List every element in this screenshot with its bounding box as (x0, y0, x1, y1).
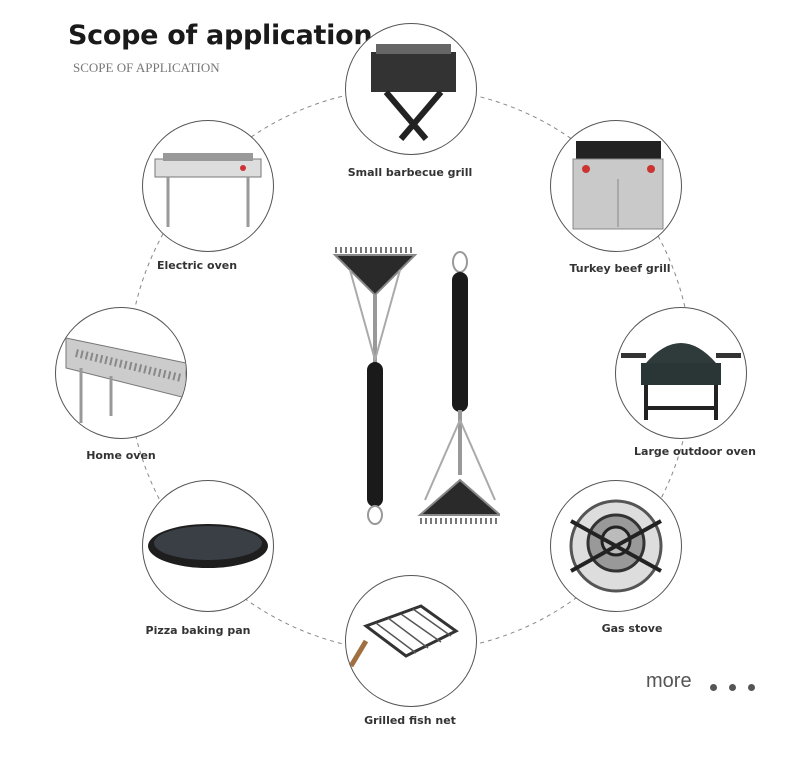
portable-grill-icon (345, 23, 477, 155)
page-title: Scope of application (68, 20, 373, 51)
grill-basket-icon (345, 575, 477, 707)
page-subtitle: SCOPE OF APPLICATION (73, 60, 220, 75)
item-label: Pizza baking pan (145, 624, 251, 637)
item-label: Turkey beef grill (569, 262, 671, 275)
more-dots-icon (710, 676, 767, 695)
pizza-pan-icon (142, 480, 274, 612)
more-link[interactable]: more (646, 670, 692, 692)
electric-grill-icon (142, 120, 274, 252)
grill-brush-product-image (332, 247, 500, 525)
gas-burner-icon (550, 480, 682, 612)
brush-left (332, 247, 418, 525)
item-label: Electric oven (156, 259, 238, 272)
commercial-grill-icon (550, 120, 682, 252)
item-label: Home oven (86, 449, 156, 462)
home-grill-icon (55, 307, 187, 439)
item-label: Gas stove (601, 622, 663, 635)
item-label: Large outdoor oven (634, 445, 756, 458)
item-label: Grilled fish net (364, 714, 456, 727)
outdoor-smoker-icon (615, 307, 747, 439)
brush-right (417, 251, 500, 524)
item-label: Small barbecue grill (347, 166, 473, 179)
